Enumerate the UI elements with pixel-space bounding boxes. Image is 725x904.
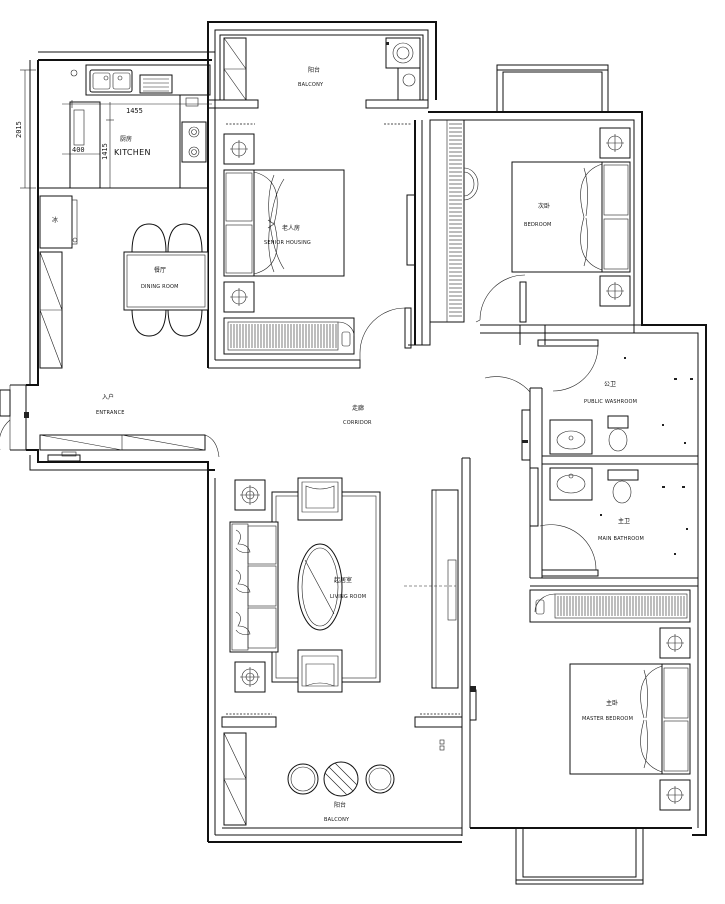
- kitchen-fixtures: 2015 1455 1415 400 冰: [15, 64, 212, 369]
- senior-label-en: SENIOR HOUSING: [264, 240, 311, 246]
- bedroom-label-cn: 次卧: [538, 202, 550, 210]
- washing-machine: [385, 37, 421, 69]
- master-radiator: [529, 589, 691, 623]
- kitchen-sink: [89, 69, 133, 93]
- balcony-bottom-label-cn: 阳台: [334, 801, 346, 809]
- corridor-label-en: CORRIDOR: [343, 420, 372, 426]
- living-room-label-en: LIVING ROOM: [330, 594, 366, 600]
- bottom-balcony-fixtures: [223, 713, 460, 826]
- senior-label-cn: 老人房: [282, 224, 300, 232]
- dimension-kitchen-depth: 1415: [101, 143, 109, 160]
- kitchen-label-en: KITCHEN: [114, 148, 151, 157]
- bedroom-nightstands: [599, 127, 631, 307]
- interior-walls: [38, 99, 698, 728]
- main-bathroom-label-en: MAIN BATHROOM: [598, 536, 644, 542]
- balcony-bottom-label-en: BALCONY: [324, 817, 350, 823]
- public-washroom-fixtures: [484, 339, 693, 461]
- dimension-overall-height: 2015: [15, 121, 23, 138]
- balcony-top-label-cn: 阳台: [308, 66, 320, 74]
- living-room-label-cn: 起居室: [334, 576, 352, 584]
- balcony-top-label-en: BALCONY: [298, 82, 324, 88]
- senior-wardrobe-marks: [226, 123, 416, 368]
- kitchen-stove: [181, 121, 207, 163]
- dimension-small: 400: [72, 146, 85, 154]
- dining-label-cn: 餐厅: [154, 266, 166, 274]
- dining-label-en: DINING ROOM: [141, 284, 179, 290]
- entrance-fixtures: [0, 389, 220, 462]
- public-washroom-label-cn: 公卫: [604, 381, 616, 388]
- dining-table: [123, 223, 209, 337]
- entrance-label-en: ENTRANCE: [96, 410, 125, 416]
- main-bathroom-label-cn: 主卫: [618, 517, 630, 525]
- exterior-walls: [9, 21, 707, 885]
- kitchen-label-cn: 厨房: [120, 135, 132, 143]
- bedroom-bed: [511, 161, 631, 273]
- dimension-kitchen-width: 1455: [126, 107, 143, 115]
- master-bedroom-label-en: MASTER BEDROOM: [582, 716, 633, 722]
- fridge-label: 冰: [52, 216, 58, 224]
- master-bed: [569, 663, 691, 775]
- senior-nightstands: [223, 133, 255, 313]
- public-washroom-label-en: PUBLIC WASHROOM: [584, 399, 637, 405]
- bedroom-label-en: BEDROOM: [524, 222, 552, 228]
- bedroom-wardrobe: [429, 119, 527, 323]
- corridor-label-cn: 走廊: [352, 404, 364, 412]
- kitchen-vent: [139, 74, 173, 94]
- senior-radiator: [223, 317, 355, 355]
- top-balcony-fixtures: [223, 37, 421, 101]
- master-door: [469, 686, 477, 721]
- master-nightstands: [659, 627, 691, 811]
- main-bathroom-fixtures: [529, 467, 688, 577]
- senior-bed: [223, 169, 345, 277]
- entrance-label-cn: 入户: [102, 393, 114, 401]
- living-room-furniture: [229, 477, 459, 693]
- master-bedroom-label-cn: 主卧: [606, 699, 618, 707]
